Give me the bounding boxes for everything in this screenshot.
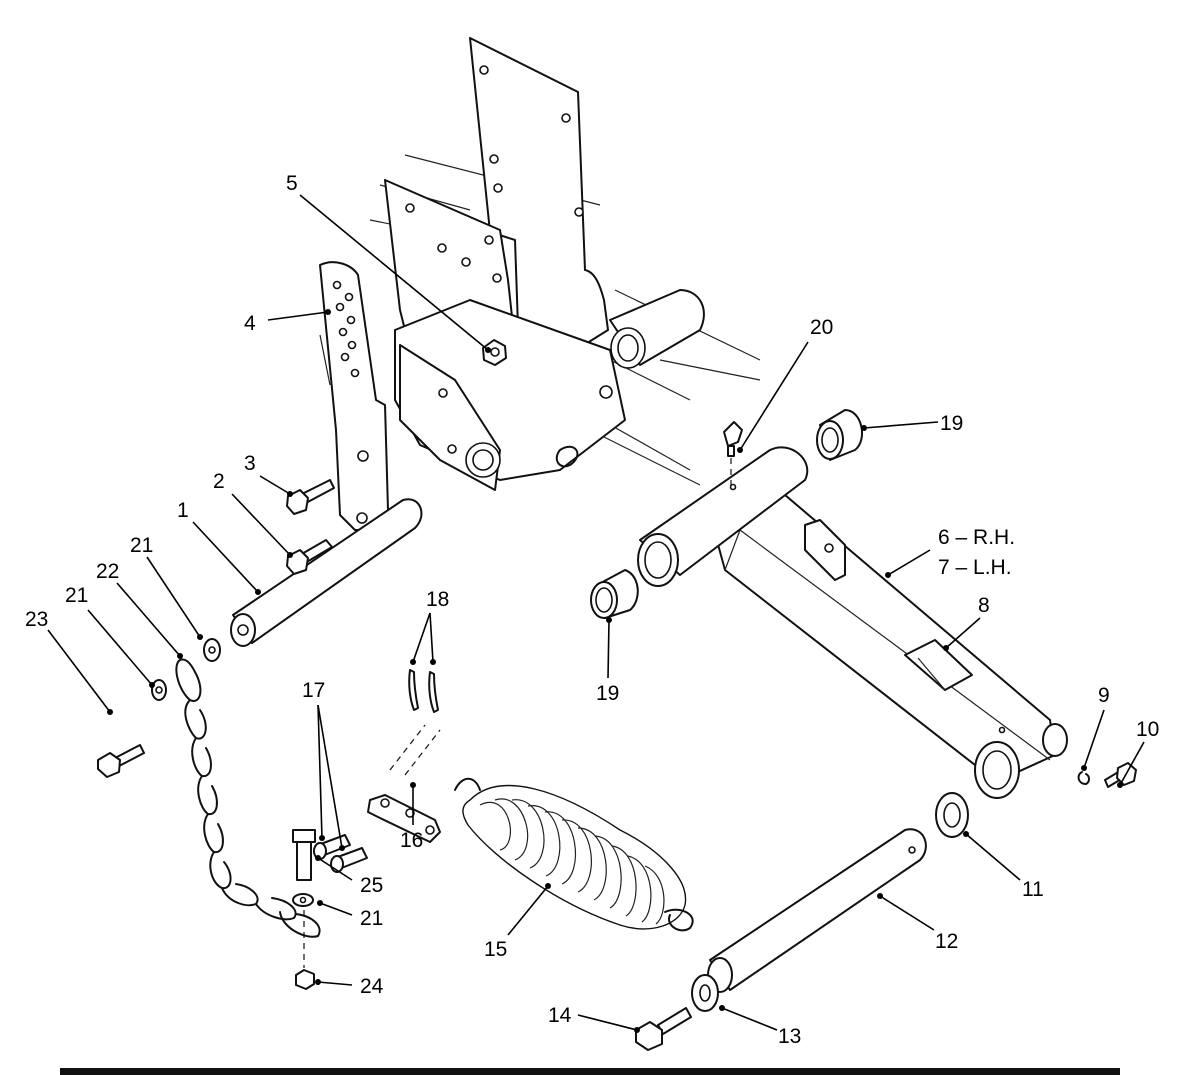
- callout-19-lower: 19: [596, 682, 619, 705]
- leader-lines: [47, 194, 1145, 1033]
- callout-14: 14: [548, 1004, 572, 1027]
- callout-5: 5: [286, 172, 298, 195]
- part-23-bolt: [97, 744, 145, 778]
- callout-25: 25: [360, 874, 383, 897]
- part-17-clevis-pins: [313, 834, 368, 873]
- callout-15: 15: [484, 938, 507, 961]
- callout-6-rh: 6 – R.H.: [938, 526, 1015, 549]
- callout-21-upper: 21: [130, 534, 153, 557]
- callout-21-lower: 21: [360, 907, 383, 930]
- part-25-bolt: [292, 829, 316, 881]
- callout-9: 9: [1098, 684, 1110, 707]
- part-4-adjustment-bracket: [319, 261, 389, 531]
- part-19-bushing-upper: [816, 409, 864, 461]
- callout-11: 11: [1022, 878, 1044, 901]
- part-24-nut: [295, 969, 315, 990]
- part-11-washer: [935, 792, 969, 838]
- callout-16: 16: [400, 829, 423, 852]
- callout-17: 17: [302, 679, 325, 702]
- callout-2: 2: [213, 470, 225, 493]
- callout-23: 23: [25, 608, 48, 631]
- callout-13: 13: [778, 1025, 801, 1048]
- callout-24: 24: [360, 975, 384, 998]
- callout-21-middle: 21: [65, 584, 88, 607]
- part-5-nut: [482, 339, 507, 366]
- callout-19-upper: 19: [940, 412, 963, 435]
- washers-21: [151, 638, 314, 907]
- callout-labels: 4 5 3 2 1 21 22 21 23 20 19 6 – R.H. 7 –…: [25, 172, 1159, 1048]
- part-16-spring-bracket: [367, 794, 441, 843]
- callout-8: 8: [978, 594, 990, 617]
- part-13-washer: [691, 974, 719, 1012]
- part-6-7-lift-arm: [637, 446, 1068, 799]
- part-12-pivot-pin: [707, 828, 927, 993]
- callout-4: 4: [244, 312, 256, 335]
- part-19-bushing-lower: [590, 569, 639, 619]
- callout-12: 12: [935, 930, 958, 953]
- callout-1: 1: [177, 499, 189, 522]
- callout-7-lh: 7 – L.H.: [938, 556, 1012, 579]
- callout-18: 18: [426, 588, 449, 611]
- assembly-line-18-16: [389, 724, 441, 776]
- part-3-bolt: [286, 479, 335, 515]
- callout-22: 22: [96, 560, 119, 583]
- part-1-pivot-shaft: [230, 498, 423, 647]
- part-14-bolt: [635, 1007, 692, 1051]
- part-15-spring: [454, 777, 694, 932]
- frame-weldment: [394, 289, 705, 491]
- cropped-caption-strip: [60, 1068, 1120, 1075]
- part-18-cotter-pins: [408, 669, 439, 713]
- part-9-retainer: [1077, 771, 1090, 785]
- callout-3: 3: [244, 452, 256, 475]
- callout-20: 20: [810, 316, 833, 339]
- part-22-chain: [175, 658, 321, 938]
- part-20-grease-fitting: [723, 421, 743, 457]
- callout-10: 10: [1136, 718, 1159, 741]
